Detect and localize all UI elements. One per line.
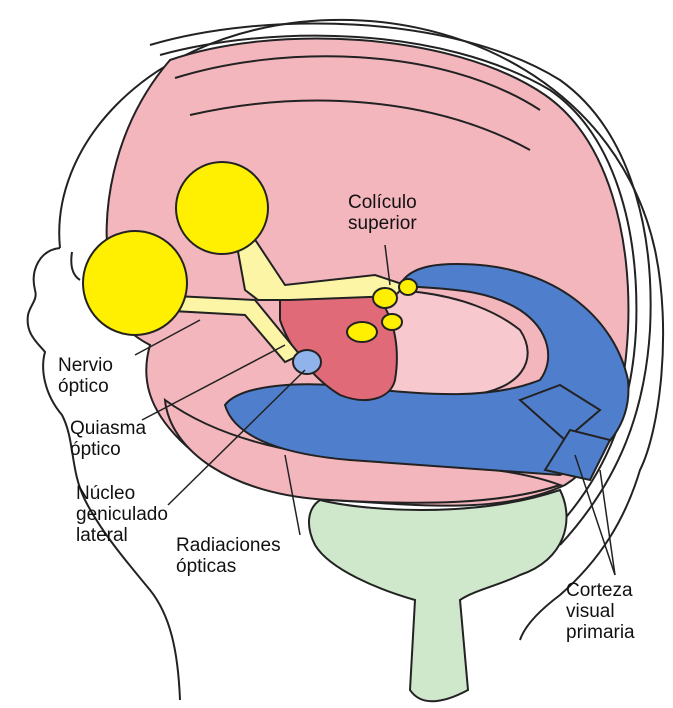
eye-front xyxy=(83,231,187,335)
label-nucleo-geniculado-lateral: Núcleo geniculado lateral xyxy=(76,483,168,546)
cerebellum-brainstem xyxy=(309,490,567,701)
label-corteza-visual-primaria: Corteza visual primaria xyxy=(566,580,635,643)
label-coliculo-superior: Colículo superior xyxy=(348,192,417,234)
label-radiaciones-opticas: Radiaciones ópticas xyxy=(176,535,281,577)
eye-back xyxy=(176,162,268,254)
label-quiasma-optico: Quiasma óptico xyxy=(70,418,146,460)
lateral-geniculate-nucleus xyxy=(293,350,321,374)
label-nervio-optico: Nervio óptico xyxy=(58,355,113,397)
